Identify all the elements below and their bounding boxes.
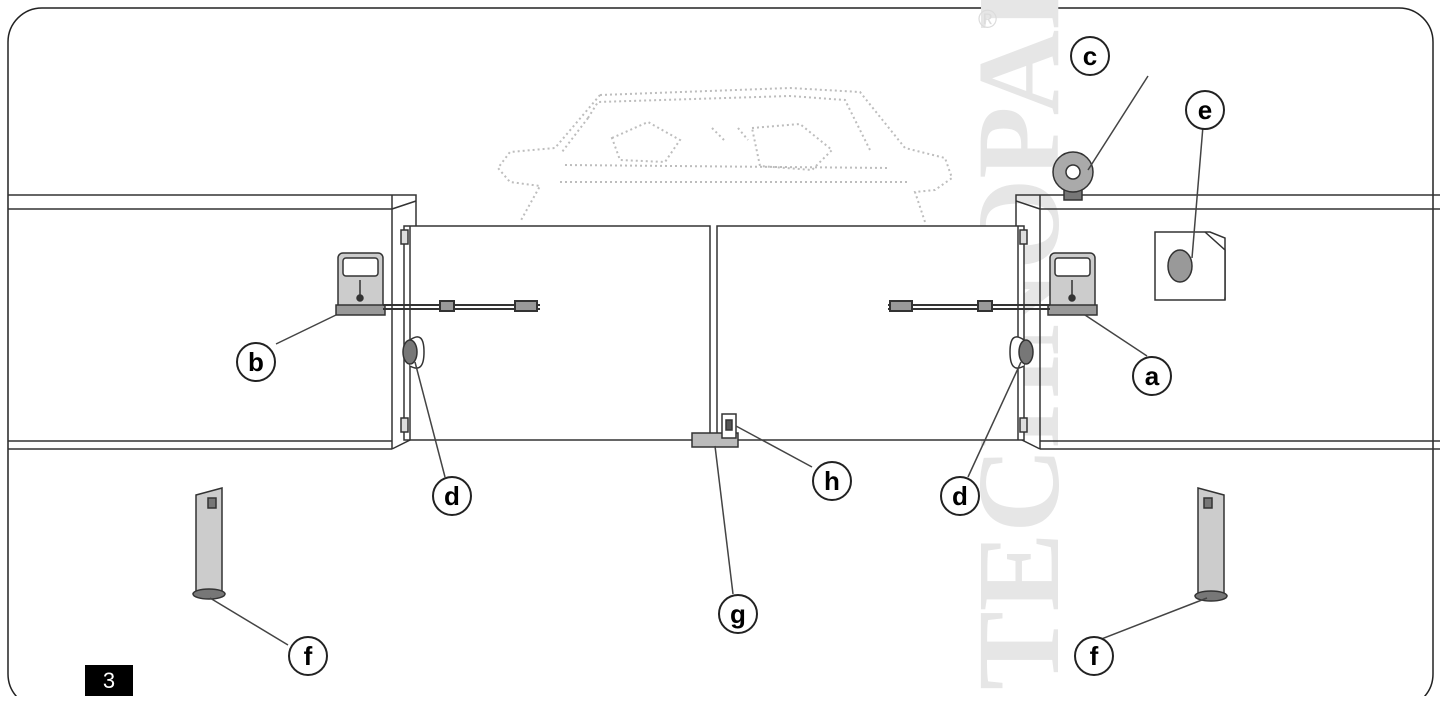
- callout-label-f-right: f: [1090, 641, 1099, 671]
- gearmotor-arm-right: [888, 300, 1050, 312]
- callout-h: h: [812, 461, 852, 501]
- photocell-left: [402, 336, 425, 369]
- callout-label-d-right: d: [952, 481, 968, 511]
- callout-label-c: c: [1083, 41, 1097, 71]
- car-outline: [496, 86, 954, 223]
- leader-lines: [209, 75, 1208, 646]
- gearmotor-arm-left: [383, 300, 540, 312]
- callout-label-e: e: [1198, 95, 1212, 125]
- callout-g: g: [718, 594, 758, 634]
- callout-label-g: g: [730, 599, 746, 629]
- callout-label-b: b: [248, 347, 264, 377]
- callout-label-f-left: f: [304, 641, 313, 671]
- figure-number-badge: 3: [85, 665, 133, 696]
- callout-f-left: f: [288, 636, 328, 676]
- callout-d-right: d: [940, 476, 980, 516]
- callout-a: a: [1132, 356, 1172, 396]
- photocell-post-left: [192, 487, 226, 600]
- flashing-light: [1052, 151, 1094, 201]
- gate-leaf-left: [400, 225, 711, 441]
- callout-label-a: a: [1145, 361, 1160, 391]
- callout-b: b: [236, 342, 276, 382]
- left-wall: [8, 194, 417, 450]
- photocell-post-right: [1194, 487, 1228, 602]
- callout-f-right: f: [1074, 636, 1114, 676]
- gearmotor-right: [1047, 252, 1098, 316]
- callout-d-left: d: [432, 476, 472, 516]
- photocell-right: [1009, 336, 1034, 369]
- callout-label-h: h: [824, 466, 840, 496]
- right-wall: [1015, 194, 1440, 450]
- watermark-registered-mark: ®: [978, 4, 997, 34]
- gate-leaf-right: [716, 225, 1028, 441]
- callout-e: e: [1185, 90, 1225, 130]
- gearmotor-left: [335, 252, 386, 316]
- key-selector: [1154, 231, 1226, 301]
- callout-c: c: [1070, 36, 1110, 76]
- figure-frame: [7, 7, 1434, 701]
- callout-label-d-left: d: [444, 481, 460, 511]
- electric-lock: [721, 413, 737, 439]
